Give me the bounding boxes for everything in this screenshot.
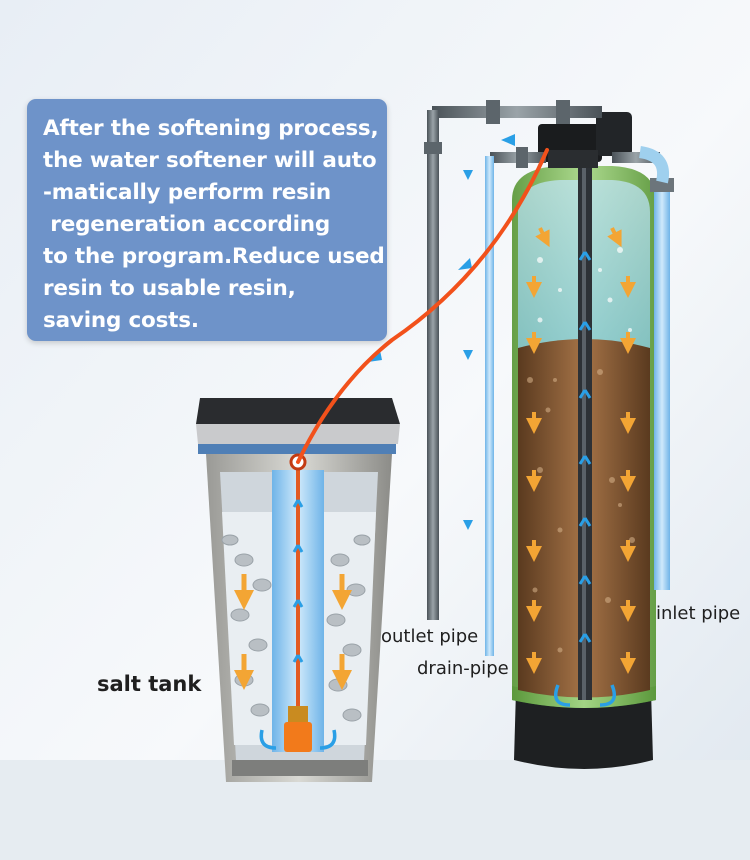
control-valve: [538, 112, 632, 168]
callout-line: the water softener will auto: [43, 148, 377, 173]
brine-line: [296, 148, 549, 464]
outlet-pipe-label: outlet pipe: [381, 626, 479, 647]
flow-arrows-salt-tank: [234, 574, 352, 690]
salt-tank-label: salt tank: [97, 672, 202, 696]
callout-line: -matically perform resin: [43, 180, 332, 205]
salt-tank: [196, 398, 400, 782]
resin-tank: [512, 160, 656, 769]
callout-line: After the softening process,: [43, 116, 379, 141]
drain-pipe-label: drain-pipe: [417, 658, 509, 679]
inlet-pipe-label: inlet pipe: [656, 603, 741, 624]
callout-line: to the program.Reduce used: [43, 244, 385, 269]
description-callout: After the softening process, the water s…: [27, 99, 387, 341]
callout-line: resin to usable resin,: [43, 276, 296, 301]
pipework: [424, 100, 674, 656]
flow-arrows-tank: [526, 227, 636, 674]
callout-line: regeneration according: [43, 212, 331, 237]
callout-line: saving costs.: [43, 308, 199, 333]
